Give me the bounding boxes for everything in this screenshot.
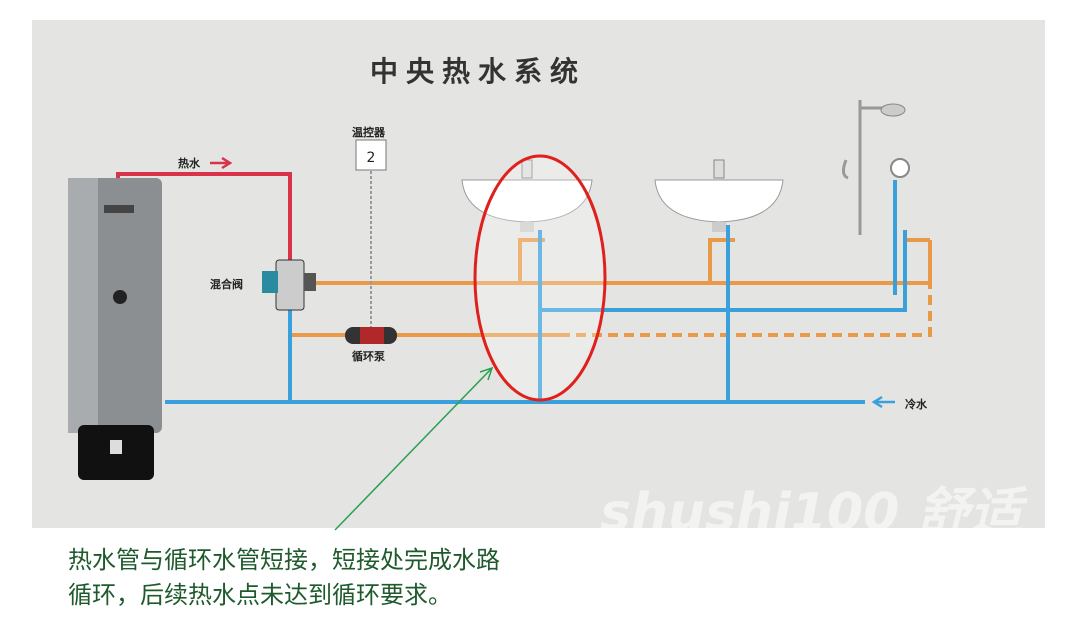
label-hot-water: 热水 (178, 157, 200, 170)
label-thermostat: 温控器 (352, 126, 385, 139)
pointer-arrow (334, 367, 493, 531)
note-line-2: 循环，后续热水点未达到循环要求。 (68, 581, 452, 609)
note-line-1: 热水管与循环水管短接，短接处完成水路 (68, 546, 500, 574)
diagram-title: 中央热水系统 (370, 55, 587, 88)
svg-text:2: 2 (367, 150, 376, 166)
cold-water-pipes (165, 180, 907, 404)
water-heater-tank (68, 178, 162, 480)
label-cold-water: 冷水 (905, 398, 927, 411)
mixing-valve (262, 259, 316, 311)
thermostat-icon: 2 (355, 139, 387, 330)
hot-arrow-icon (210, 156, 233, 170)
sink-2 (654, 159, 784, 232)
mixed-water-pipes (288, 238, 932, 402)
cold-arrow-icon (871, 395, 895, 409)
hot-water-pipe (116, 172, 292, 262)
shower (841, 100, 910, 235)
circulation-pump (345, 327, 397, 344)
label-mixing-valve: 混合阀 (210, 278, 243, 291)
watermark: shushi100 舒适100 (600, 483, 1022, 605)
highlight-circle (473, 154, 607, 402)
arrowhead-icon (479, 366, 494, 381)
label-circulation-pump: 循环泵 (352, 350, 385, 363)
